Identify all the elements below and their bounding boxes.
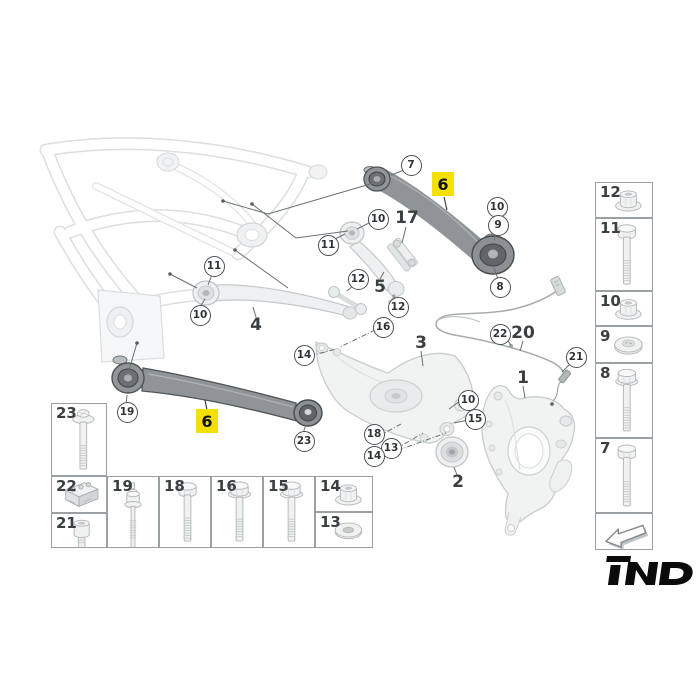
part-box-23: 23	[51, 403, 107, 476]
part-box-22: 22	[51, 476, 107, 513]
sensor-cable-20	[435, 276, 572, 384]
callout-19: 19	[116, 401, 138, 423]
leader-lines	[125, 169, 574, 476]
callout-14: 14	[293, 344, 315, 366]
part-box-11: 11	[595, 218, 653, 291]
callout-11: 11	[203, 255, 225, 277]
part-number: 16	[216, 477, 237, 495]
callout-14: 14	[363, 445, 385, 467]
part-number: 21	[56, 514, 77, 532]
part-box-16: 16	[211, 476, 263, 548]
direction-arrow-icon	[605, 524, 649, 549]
bracket-clamp-icon	[64, 482, 100, 508]
callout-16: 16	[372, 316, 394, 338]
part-box-13: 13	[315, 512, 373, 548]
part-number: 7	[600, 439, 611, 457]
part-number: 22	[56, 477, 77, 495]
callout-8: 8	[489, 276, 511, 298]
hex-bolt-long-icon	[617, 444, 636, 507]
part-box-14: 14	[315, 476, 373, 512]
callout-21: 21	[565, 346, 587, 368]
wheel-carrier-1	[481, 380, 576, 536]
part-label-17: 17	[395, 208, 419, 228]
part-box-8: 8	[595, 363, 653, 438]
flange-nut-icon	[615, 190, 642, 212]
bolt-washer-long-icon	[72, 409, 95, 470]
lower-control-arm-3	[315, 341, 474, 444]
callout-10: 10	[189, 304, 211, 326]
part-box-19: 19	[107, 476, 159, 548]
socket-bolt-icon	[73, 519, 90, 547]
trailing-arm-6-upper	[363, 166, 515, 275]
callout-10: 10	[367, 208, 389, 230]
stud-bolt-icon	[124, 482, 142, 547]
part-box-18: 18	[159, 476, 211, 548]
part-box-21: 21	[51, 513, 107, 548]
callout-22: 22	[489, 323, 511, 345]
trailing-arm-6-lower	[111, 355, 323, 427]
callout-15: 15	[464, 408, 486, 430]
part-number: 15	[268, 477, 289, 495]
highlight-badge-6: 6	[432, 172, 454, 196]
part-label-5: 5	[374, 277, 386, 297]
part-label-3: 3	[415, 333, 427, 353]
part-number: 11	[600, 219, 621, 237]
callout-9: 9	[487, 214, 509, 236]
washer-embossed-icon	[614, 336, 643, 355]
part-box-9: 9	[595, 326, 653, 363]
flange-nut-icon	[335, 484, 362, 506]
part-number: 12	[600, 183, 621, 201]
hex-bolt-long-icon	[617, 224, 636, 285]
part-label-20: 20	[511, 323, 535, 343]
part-number: 13	[320, 513, 341, 531]
part-box-12: 12	[595, 182, 653, 218]
washer-icon	[334, 522, 363, 540]
flange-nut-icon	[615, 299, 642, 320]
link-rod-12	[328, 286, 367, 315]
bushing-2	[435, 436, 469, 468]
part-number: 19	[112, 477, 133, 495]
part-box-10: 10	[595, 291, 653, 326]
part-label-1: 1	[517, 368, 529, 388]
hex-bolt-long-icon	[178, 482, 197, 542]
callout-11: 11	[317, 234, 339, 256]
adjuster-17	[386, 237, 418, 272]
callout-12: 12	[347, 268, 369, 290]
flange-bolt-long-icon	[227, 481, 252, 542]
highlight-badge-6: 6	[196, 409, 218, 433]
part-box-7: 7	[595, 438, 653, 513]
callout-23: 23	[293, 430, 315, 452]
part-number: 23	[56, 404, 77, 422]
part-number: 14	[320, 477, 341, 495]
part-number: 10	[600, 292, 621, 310]
callout-12: 12	[387, 296, 409, 318]
part-number: 18	[164, 477, 185, 495]
callout-18: 18	[363, 423, 385, 445]
part-number: 9	[600, 327, 611, 345]
part-box-install-arrow	[595, 513, 653, 550]
flange-bolt-long-icon	[279, 481, 304, 542]
callout-10: 10	[457, 389, 479, 411]
camber-arm-5	[339, 221, 405, 311]
flange-bolt-long-icon	[615, 368, 639, 432]
rear-subframe-ghost	[39, 137, 328, 363]
callout-7: 7	[400, 154, 422, 176]
part-label-2: 2	[452, 472, 464, 492]
upper-control-arm-4	[192, 280, 358, 320]
part-box-15: 15	[263, 476, 315, 548]
part-label-4: 4	[250, 315, 262, 335]
part-number: 8	[600, 364, 611, 382]
